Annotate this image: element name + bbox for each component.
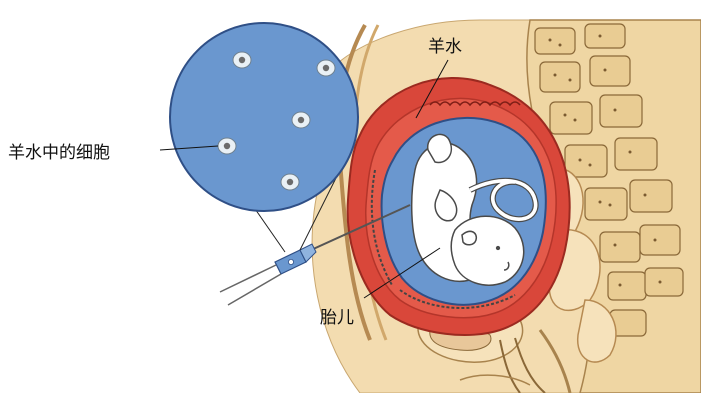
cells-label: 羊水中的细胞 <box>8 143 110 163</box>
amniotic-fluid-label: 羊水 <box>428 37 462 57</box>
fetus-label: 胎儿 <box>320 308 354 328</box>
fetus-head <box>451 216 523 285</box>
plunger-rod-2 <box>228 274 281 305</box>
cell <box>292 112 310 128</box>
plunger-rod-1 <box>220 265 276 292</box>
cell <box>233 52 251 68</box>
magnified-circle <box>170 23 358 211</box>
cell <box>218 138 236 154</box>
cell <box>281 174 299 190</box>
cell <box>317 60 335 76</box>
